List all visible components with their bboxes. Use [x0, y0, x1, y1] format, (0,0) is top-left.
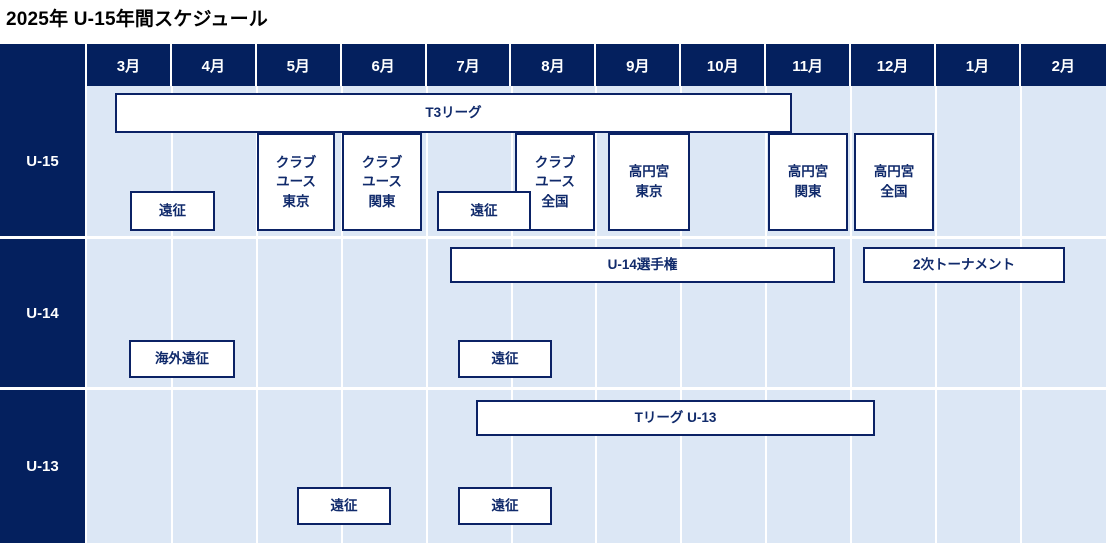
event-box-takamado-zenkoku[interactable]: 高円宮 全国: [854, 133, 934, 231]
header-corner-cell: [0, 44, 87, 86]
column-divider: [341, 239, 343, 387]
event-box-club-youth-kanto[interactable]: クラブ ユース 関東: [342, 133, 422, 231]
event-box-ensei-u13-may[interactable]: 遠征: [297, 487, 391, 525]
column-divider: [256, 390, 258, 543]
column-divider: [256, 239, 258, 387]
month-header-11月: 11月: [766, 44, 851, 86]
schedule-row-u-13: U-13 Tリーグ U-13 遠征 遠征: [0, 390, 1106, 543]
row-cells-u-15: T3リーグ遠征クラブ ユース 東京クラブ ユース 関東クラブ ユース 全国遠征高…: [87, 86, 1106, 236]
month-header-1月: 1月: [936, 44, 1021, 86]
column-divider: [171, 390, 173, 543]
event-box-second-tournament[interactable]: 2次トーナメント: [863, 247, 1065, 283]
row-cells-u-13: Tリーグ U-13 遠征 遠征: [87, 390, 1106, 543]
event-box-ensei-u13-july[interactable]: 遠征: [458, 487, 552, 525]
schedule-chart: 3月4月5月6月7月8月9月10月11月12月1月2月 U-15T3リーグ遠征ク…: [0, 44, 1106, 543]
event-box-takamado-tokyo[interactable]: 高円宮 東京: [608, 133, 690, 231]
event-box-ensei-july[interactable]: 遠征: [437, 191, 531, 231]
event-box-ensei-april[interactable]: 遠征: [130, 191, 215, 231]
month-header-5月: 5月: [257, 44, 342, 86]
month-header-8月: 8月: [512, 44, 597, 86]
event-box-t-league-u13[interactable]: Tリーグ U-13: [476, 400, 875, 436]
column-divider: [935, 390, 937, 543]
event-box-takamado-kanto[interactable]: 高円宮 関東: [768, 133, 848, 231]
event-box-club-youth-tokyo[interactable]: クラブ ユース 東京: [257, 133, 335, 231]
event-box-ensei-u14-july[interactable]: 遠征: [458, 340, 552, 378]
column-divider: [426, 390, 428, 543]
page-title: 2025年 U-15年間スケジュール: [6, 4, 268, 31]
event-box-u14-championship[interactable]: U-14選手権: [450, 247, 835, 283]
column-divider: [935, 86, 937, 236]
column-divider: [1020, 86, 1022, 236]
schedule-body-grid: U-15T3リーグ遠征クラブ ユース 東京クラブ ユース 関東クラブ ユース 全…: [0, 86, 1106, 543]
month-header-3月: 3月: [87, 44, 172, 86]
row-label-u-13: U-13: [0, 390, 87, 543]
column-divider: [1020, 390, 1022, 543]
column-divider: [850, 239, 852, 387]
month-header-6月: 6月: [342, 44, 427, 86]
row-label-u-14: U-14: [0, 239, 87, 387]
month-header-7月: 7月: [427, 44, 512, 86]
column-divider: [850, 86, 852, 236]
schedule-row-u-15: U-15T3リーグ遠征クラブ ユース 東京クラブ ユース 関東クラブ ユース 全…: [0, 86, 1106, 239]
month-header-12月: 12月: [851, 44, 936, 86]
month-header-9月: 9月: [596, 44, 681, 86]
row-cells-u-14: U-14選手権 2次トーナメント海外遠征 遠征: [87, 239, 1106, 387]
month-header-10月: 10月: [681, 44, 766, 86]
month-header-2月: 2月: [1021, 44, 1106, 86]
event-box-overseas-tour[interactable]: 海外遠征: [129, 340, 235, 378]
column-divider: [426, 239, 428, 387]
schedule-row-u-14: U-14 U-14選手権 2次トーナメント海外遠征 遠征: [0, 239, 1106, 390]
month-header-row: 3月4月5月6月7月8月9月10月11月12月1月2月: [0, 44, 1106, 86]
event-box-t3-league[interactable]: T3リーグ: [115, 93, 792, 133]
month-header-4月: 4月: [172, 44, 257, 86]
row-label-u-15: U-15: [0, 86, 87, 236]
